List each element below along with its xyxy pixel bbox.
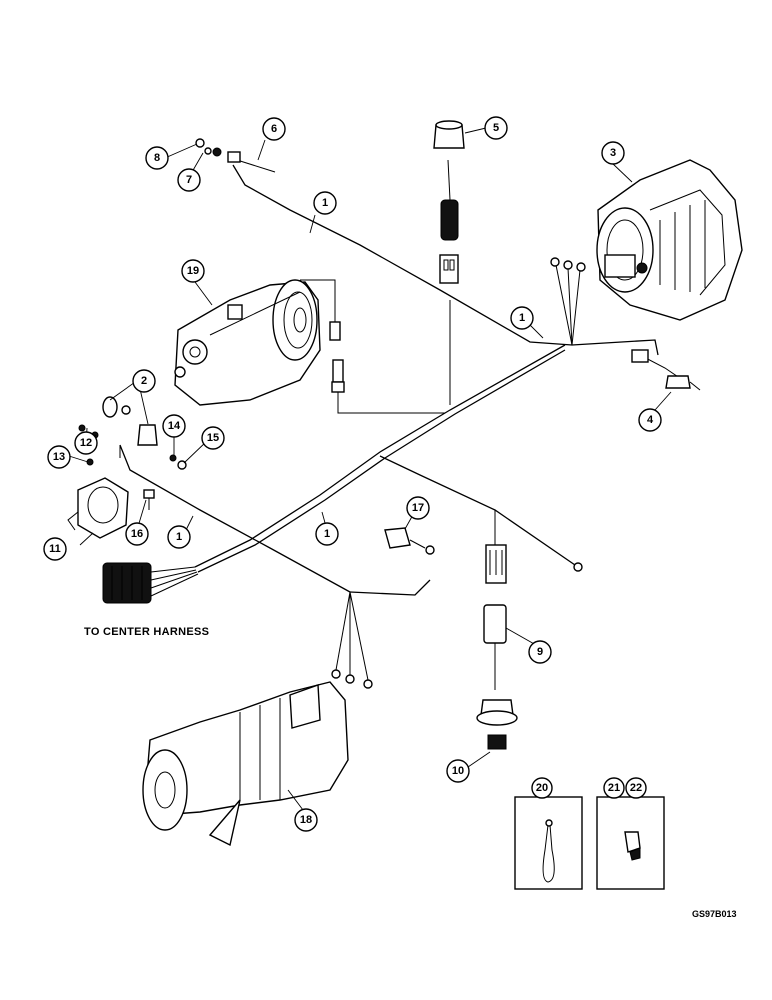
harness-wires [119,159,691,690]
detail-box-20 [514,796,583,890]
svg-text:1: 1 [176,531,182,543]
callout-3: 3 [601,141,625,165]
center-harness-caption: TO CENTER HARNESS [84,626,209,638]
svg-text:4: 4 [647,414,654,426]
callout-11: 11 [43,537,67,561]
callout-10: 10 [446,759,470,783]
svg-text:19: 19 [187,265,199,277]
connector-small-4 [631,349,649,363]
svg-text:7: 7 [186,174,192,186]
starter-motor-18 [142,681,349,847]
svg-text:18: 18 [300,814,312,826]
leader-lines [68,127,672,815]
pressure-switch-10 [476,699,518,750]
svg-text:9: 9 [537,646,543,658]
callout-1-left: 1 [167,525,191,549]
svg-text:10: 10 [452,765,464,777]
callout-7: 7 [177,168,201,192]
alternator-3 [596,159,743,321]
svg-text:1: 1 [519,312,525,324]
svg-text:6: 6 [271,123,277,135]
callout-4: 4 [638,408,662,432]
callout-1-mid: 1 [315,522,339,546]
callout-16: 16 [125,522,149,546]
alternator-terminals [550,257,586,272]
svg-text:20: 20 [536,782,548,794]
svg-text:1: 1 [322,197,328,209]
compressor-connectors [329,321,345,393]
svg-text:2: 2 [141,375,147,387]
callout-19: 19 [181,259,205,283]
ring-terminal [573,562,583,572]
bolt-16 [143,489,155,510]
callout-14: 14 [162,414,186,438]
callout-8: 8 [145,146,169,170]
svg-text:5: 5 [493,122,499,134]
svg-text:12: 12 [80,437,92,449]
figure-id: GS97B013 [692,909,737,919]
relay-11 [67,477,129,539]
part-2 [102,396,158,446]
svg-text:1: 1 [324,528,330,540]
sender-4 [665,375,701,391]
ac-compressor-19 [174,279,321,406]
callout-18: 18 [294,808,318,832]
sender-17 [384,527,435,555]
svg-text:3: 3 [610,147,616,159]
connector-5 [433,120,465,284]
callout-2: 2 [132,369,156,393]
starter-terminals [331,669,373,689]
svg-text:22: 22 [630,782,642,794]
svg-text:16: 16 [131,528,143,540]
center-harness-connector [102,562,199,604]
temperature-sender-6 [212,147,276,173]
svg-text:11: 11 [49,543,61,555]
callout-1-right: 1 [510,306,534,330]
svg-text:15: 15 [207,432,219,444]
callout-12: 12 [74,431,98,455]
callout-6: 6 [262,117,286,141]
nut-washer-7-8 [195,138,212,155]
svg-text:21: 21 [608,782,620,794]
callout-9: 9 [528,640,552,664]
callout-17: 17 [406,496,430,520]
callout-20: 20 [531,777,553,799]
nut-14 [169,454,177,462]
svg-text:8: 8 [154,152,160,164]
svg-text:13: 13 [53,451,65,463]
callout-21: 21 [603,777,625,799]
detail-box-21-22 [596,796,665,890]
callout-15: 15 [201,426,225,450]
callout-13: 13 [47,445,71,469]
svg-text:14: 14 [168,420,181,432]
callout-1-top: 1 [313,191,337,215]
callout-22: 22 [625,777,647,799]
callout-5: 5 [484,116,508,140]
svg-text:17: 17 [412,502,424,514]
connector-9 [483,544,507,644]
